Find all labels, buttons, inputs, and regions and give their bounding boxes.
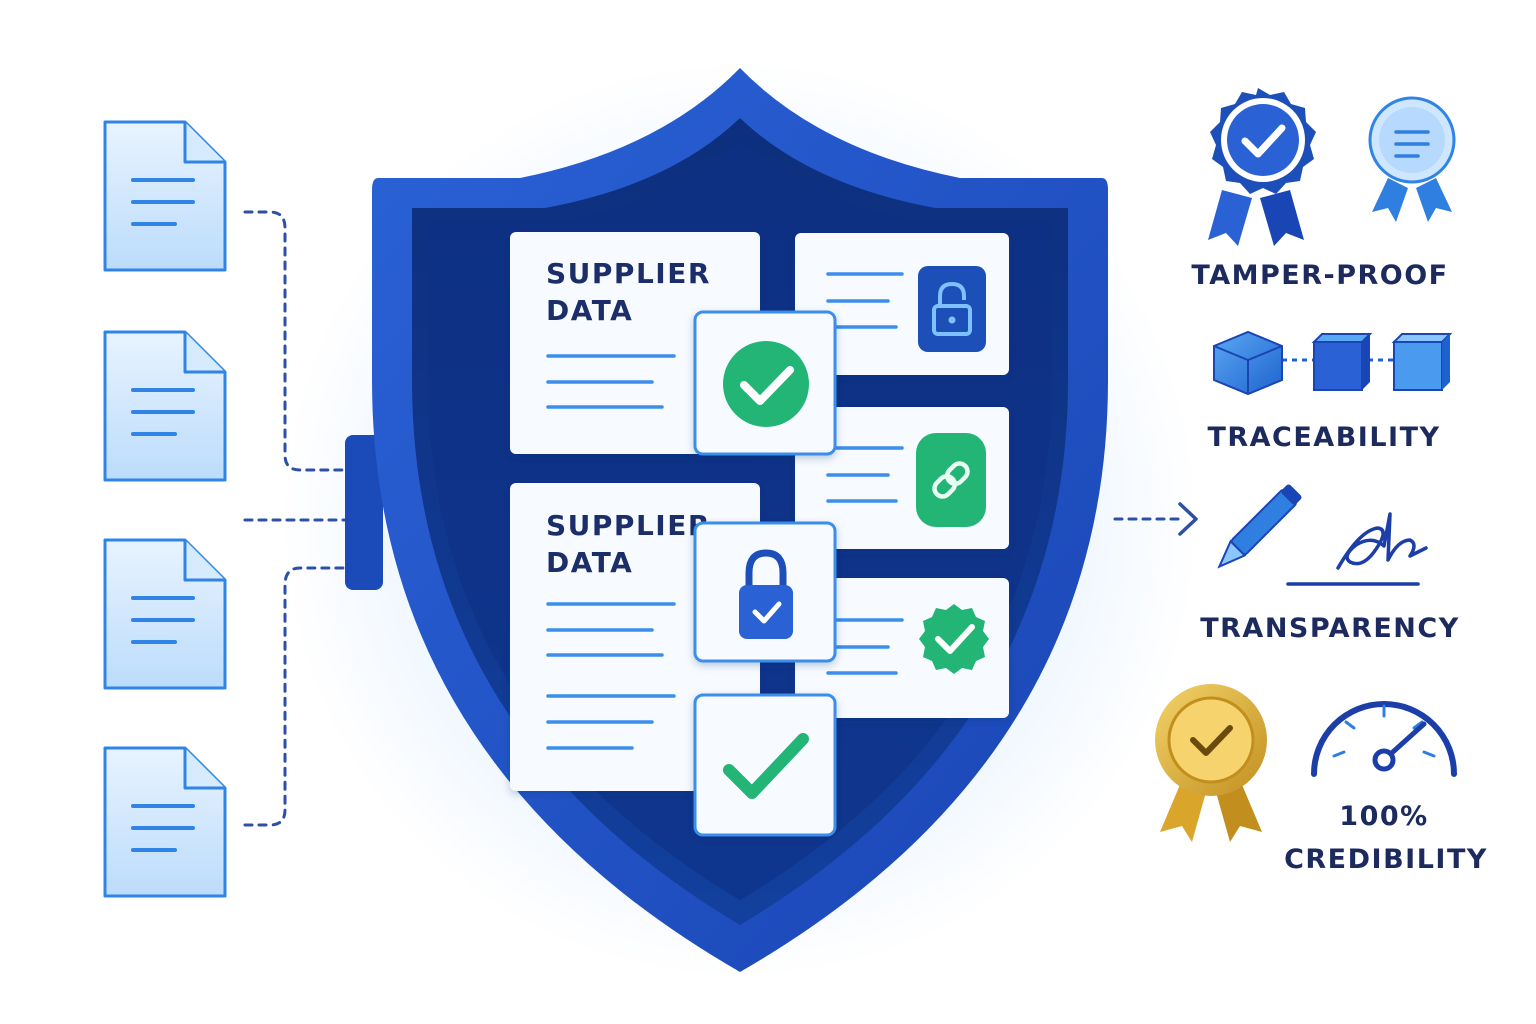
green-check-icon — [723, 733, 809, 799]
document-icon — [103, 120, 227, 272]
linked-record-card — [795, 407, 1009, 549]
feature-label-tamper-proof: TAMPER-PROOF — [1191, 260, 1448, 291]
feature-label-percent: 100% — [1339, 801, 1428, 832]
lock-tile — [693, 521, 837, 663]
ribbon-badge-icon — [1368, 96, 1456, 222]
shield-lock-icon — [739, 549, 793, 639]
linked-blocks-icon — [1213, 330, 1453, 396]
shield-side-tab — [345, 435, 383, 590]
document-icon — [103, 746, 227, 898]
card-title-line2: DATA — [546, 294, 633, 327]
feature-label-transparency: TRANSPARENCY — [1200, 613, 1460, 644]
card-title-line1: SUPPLIER — [546, 509, 711, 542]
card-title-line1: SUPPLIER — [546, 257, 711, 290]
check-tile — [693, 310, 837, 456]
padlock-icon — [918, 266, 986, 352]
green-check-icon — [723, 341, 809, 427]
check-tile — [693, 693, 837, 837]
gold-medal-icon — [1155, 684, 1267, 842]
signature-icon — [1286, 512, 1428, 586]
card-title-line2: DATA — [546, 546, 633, 579]
link-icon — [916, 433, 986, 527]
document-icon — [103, 330, 227, 482]
certified-rosette-icon — [1208, 88, 1316, 246]
feature-label-traceability: TRACEABILITY — [1207, 422, 1440, 453]
secure-record-card — [795, 233, 1009, 375]
output-arrow-icon — [1113, 502, 1198, 536]
feature-label-credibility: CREDIBILITY — [1284, 844, 1488, 875]
pen-icon — [1217, 484, 1302, 569]
verified-badge-icon — [919, 604, 989, 674]
document-icon — [103, 538, 227, 690]
gauge-icon — [1311, 701, 1457, 777]
verified-record-card — [795, 578, 1009, 718]
dashed-connectors — [243, 210, 347, 827]
